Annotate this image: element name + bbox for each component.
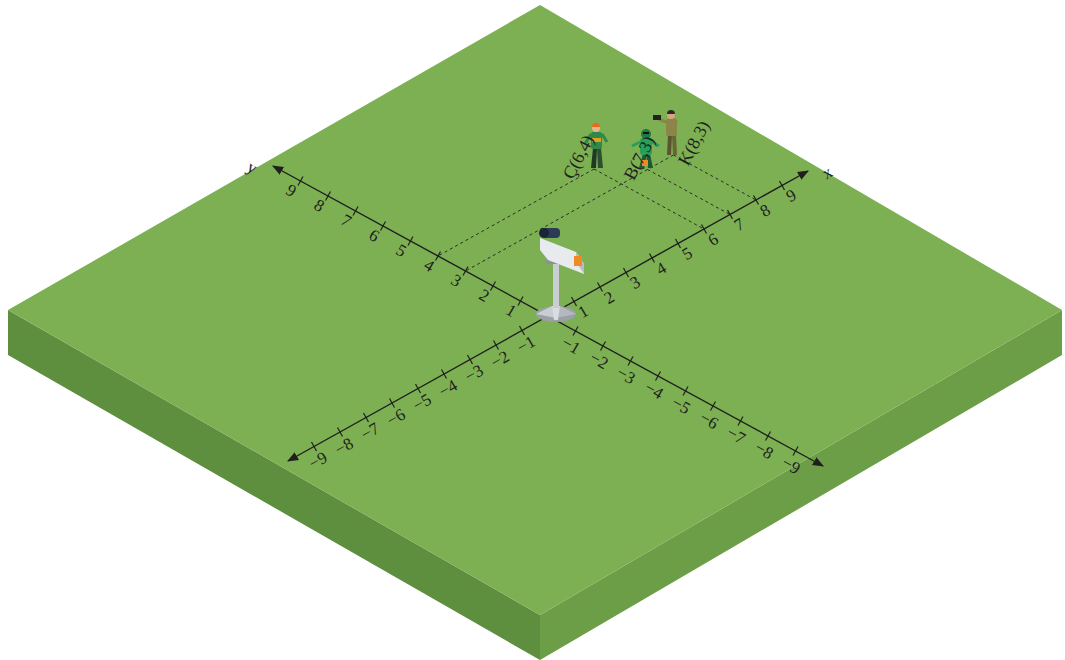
tick (656, 372, 661, 381)
tick (312, 442, 317, 451)
tick (573, 327, 578, 336)
tick-label: 5 (394, 241, 410, 260)
tick-label: 4 (653, 259, 669, 278)
point-label: Ç(6,4) (559, 132, 597, 182)
person (653, 110, 677, 155)
tick-label: 1 (504, 301, 520, 320)
tick (364, 413, 369, 422)
tick (442, 370, 447, 379)
tick-label: 7 (339, 211, 355, 230)
tick-label: 6 (705, 230, 721, 249)
tick (711, 402, 716, 411)
tick (766, 432, 771, 441)
tick-label: −9 (306, 449, 330, 473)
tick-label: 6 (366, 226, 382, 245)
axis-line (288, 171, 808, 461)
tick-label: −5 (410, 391, 434, 415)
tick (598, 283, 603, 292)
tick (793, 447, 798, 456)
tick-label: −4 (642, 378, 666, 402)
tick (650, 254, 655, 263)
tick (683, 387, 688, 396)
guide-line (594, 169, 704, 229)
tick (338, 428, 343, 437)
tick (416, 384, 421, 393)
tick-label: −2 (488, 347, 512, 371)
point-label: K(8,3) (674, 118, 712, 168)
tick-label: −9 (779, 453, 803, 477)
tick-label: 9 (783, 186, 799, 205)
tick-label: −4 (436, 376, 460, 400)
tick-label: 7 (731, 215, 747, 234)
tick-label: −8 (332, 434, 356, 458)
tick-label: −1 (514, 333, 538, 357)
tick-label: −8 (752, 438, 776, 462)
tick (390, 399, 395, 408)
tick-label: 5 (679, 244, 695, 263)
tick-label: −7 (724, 423, 748, 447)
platform-top (8, 5, 1062, 615)
tick-label: 3 (449, 271, 465, 290)
point-label: B(7,3) (621, 133, 659, 183)
tick (754, 196, 759, 205)
tick (628, 357, 633, 366)
tick-label: −1 (559, 333, 583, 357)
tick (738, 417, 743, 426)
tick-label: 4 (421, 256, 437, 275)
tick-label: 9 (284, 181, 300, 200)
tick-label: −5 (669, 393, 693, 417)
tick-label: −7 (358, 420, 382, 444)
tick-label: 3 (627, 273, 643, 292)
axis-name: y (245, 158, 261, 177)
tick-label: −6 (697, 408, 721, 432)
axes (273, 155, 823, 466)
tick-label: −2 (587, 348, 611, 372)
tick (702, 225, 707, 234)
tick-label: 1 (575, 302, 591, 321)
tick (494, 341, 499, 350)
guide-line (648, 170, 731, 215)
tick-label: −3 (462, 362, 486, 386)
axis-line (273, 166, 823, 466)
tick-label: 8 (757, 201, 773, 220)
axis-name: x (820, 163, 836, 182)
tick-label: 2 (476, 286, 492, 305)
tick-label: 2 (601, 288, 617, 307)
tick-label: −3 (614, 363, 638, 387)
tick (520, 326, 525, 335)
tick-label: −6 (384, 405, 408, 429)
tick-label: 8 (311, 196, 327, 215)
tick (601, 342, 606, 351)
tick (468, 355, 473, 364)
